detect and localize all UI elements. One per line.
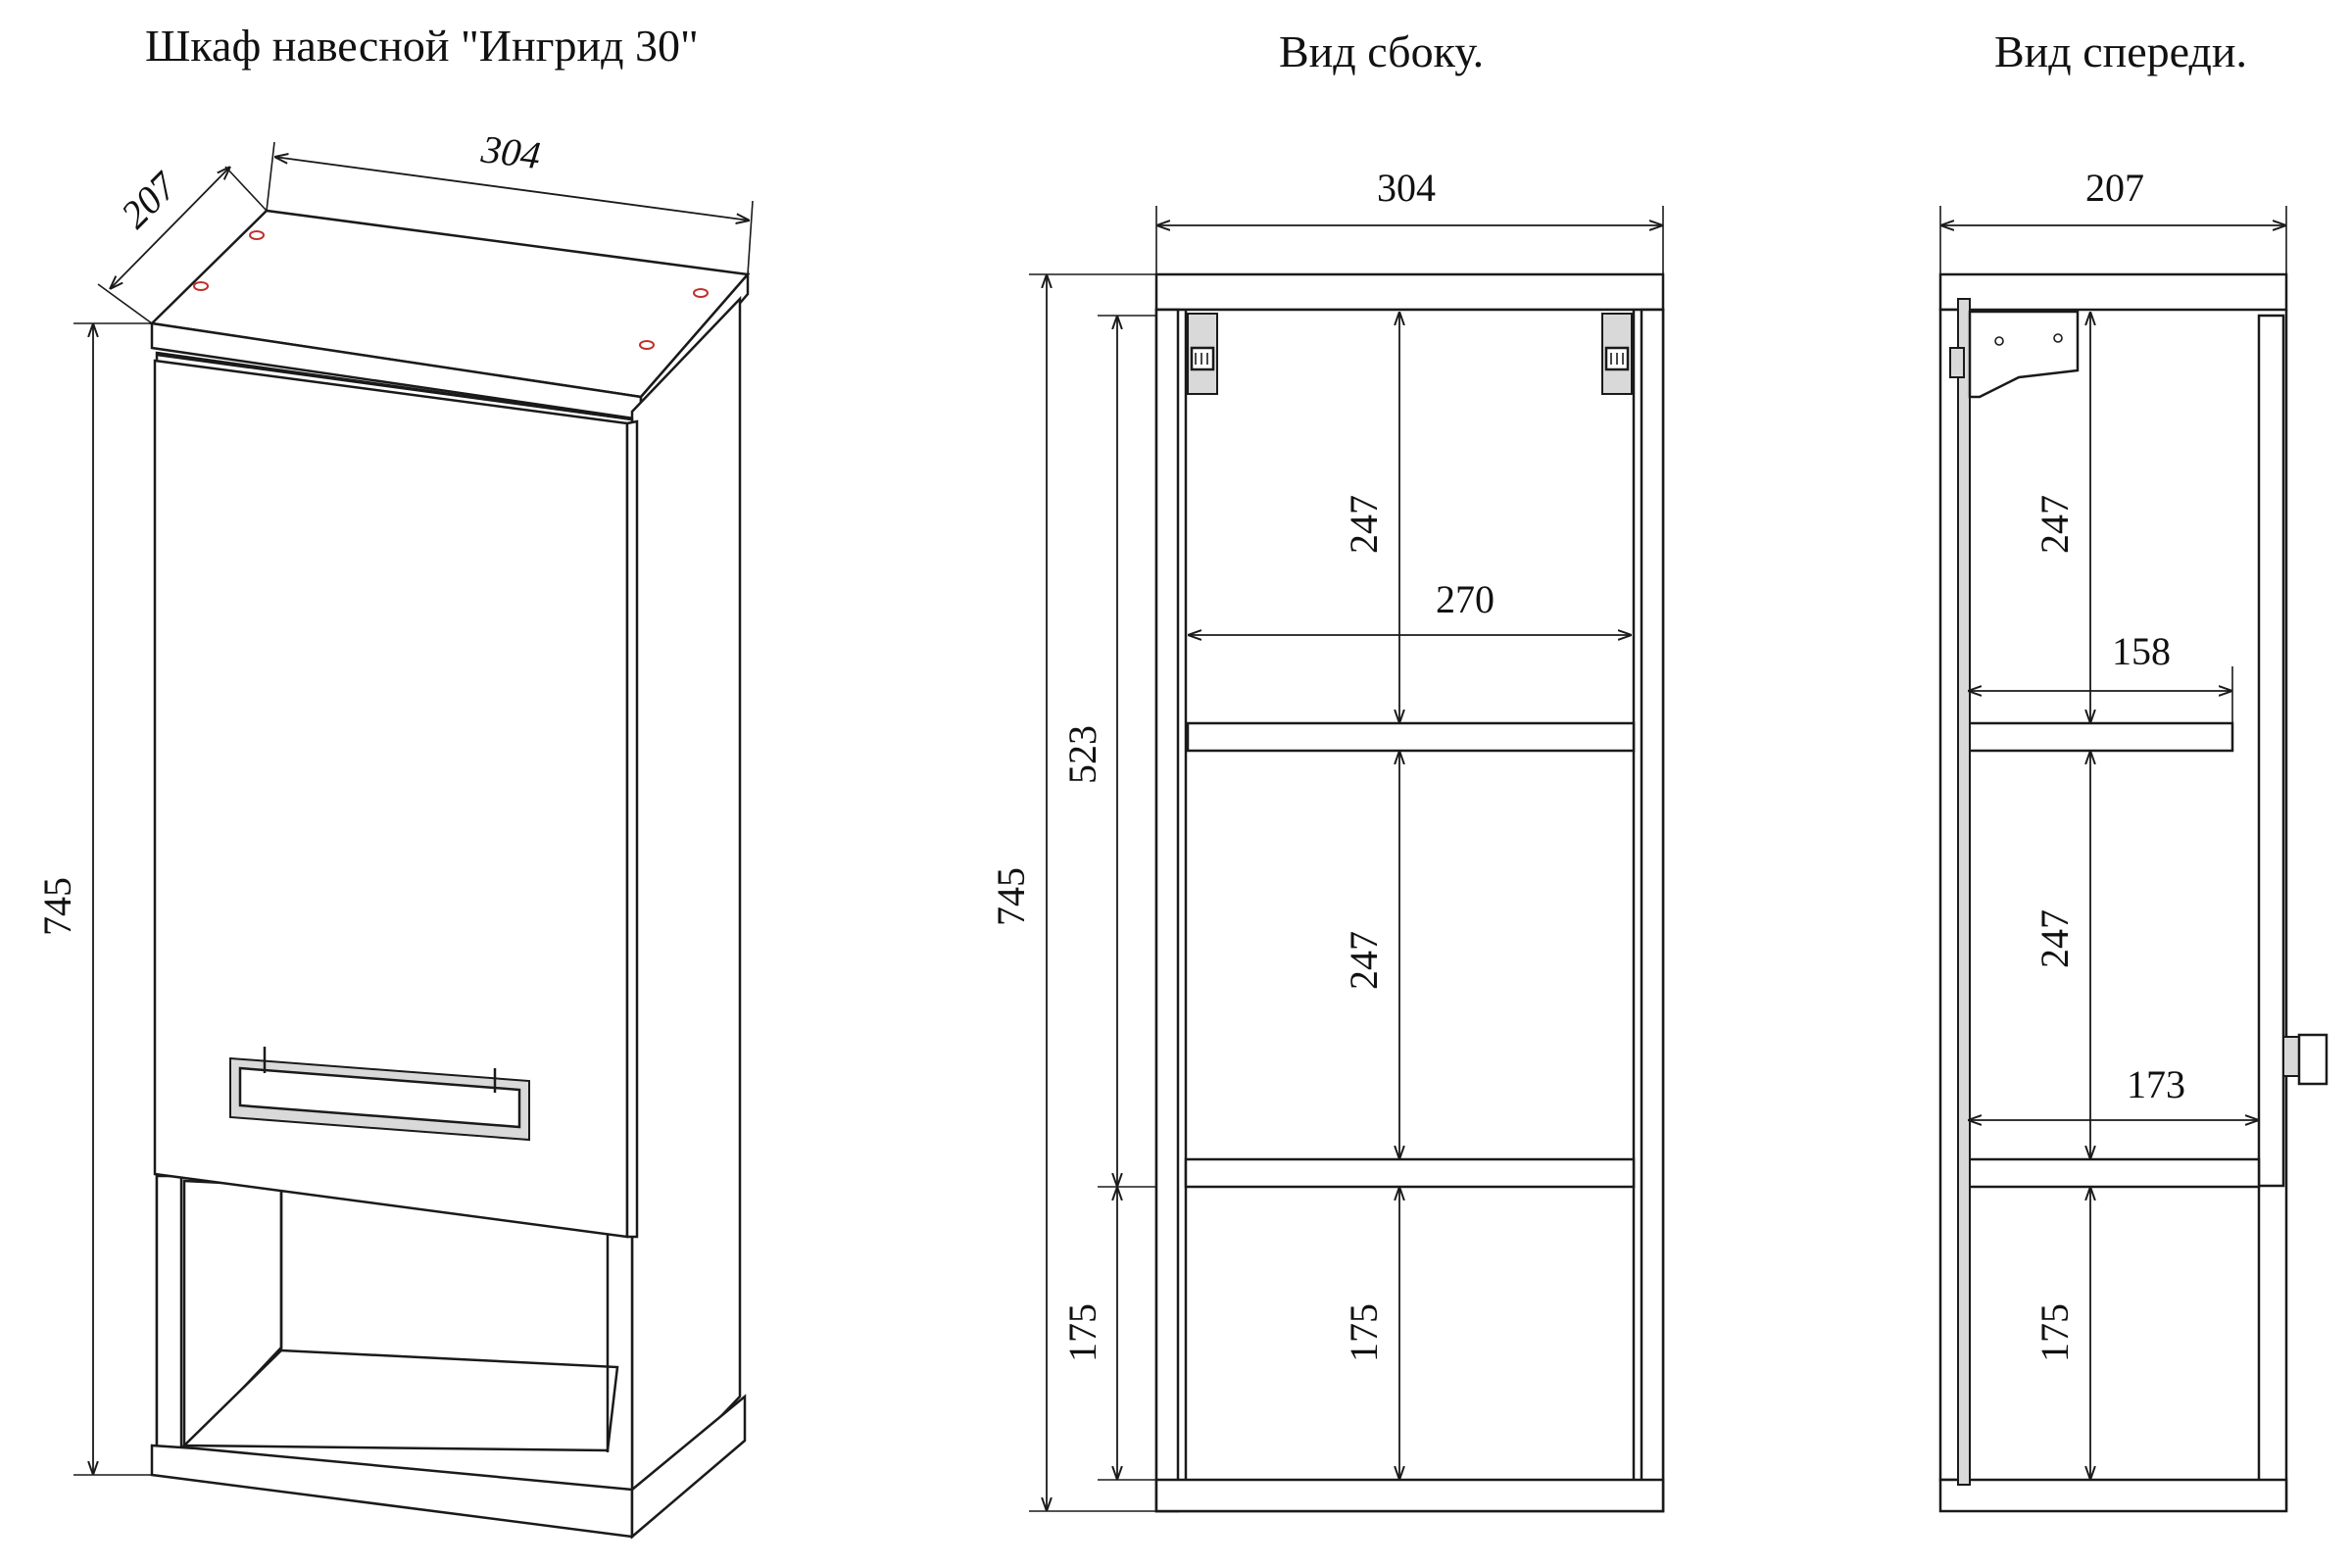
iso-hole-4 bbox=[639, 340, 655, 350]
side-inner-width-label: 270 bbox=[1436, 577, 1494, 621]
side-left-panel bbox=[1154, 308, 1180, 1513]
side-body bbox=[1154, 308, 1665, 1513]
front-niche-label: 175 bbox=[2033, 1303, 2077, 1362]
iso-ext-width-1 bbox=[266, 141, 275, 212]
side-niche-inner-label: 175 bbox=[1342, 1303, 1386, 1362]
side-view-title: Вид сбоку. bbox=[1279, 26, 1484, 76]
front-bottom-board bbox=[1938, 1478, 2288, 1513]
iso-door-handle-face[interactable] bbox=[238, 1066, 521, 1129]
front-depth-label: 207 bbox=[2085, 166, 2144, 210]
front-top-compartment-label: 247 bbox=[2033, 495, 2077, 554]
side-top-compartment-label: 247 bbox=[1342, 495, 1386, 554]
front-door-handle[interactable] bbox=[2282, 1033, 2328, 1086]
iso-width-dimline bbox=[274, 157, 750, 220]
side-view: 304 270 745 523 175 247 247 175 bbox=[989, 166, 1665, 1513]
main-title: Шкаф навесной "Ингрид 30" bbox=[145, 21, 699, 71]
side-hinge-left bbox=[1187, 313, 1218, 395]
iso-bottom-board-side bbox=[630, 1394, 747, 1540]
isometric-view: 207 304 745 bbox=[35, 126, 754, 1540]
iso-ext-depth-2 bbox=[224, 166, 268, 212]
side-height-label: 745 bbox=[989, 867, 1033, 926]
front-wall-bracket bbox=[1949, 298, 2080, 1486]
iso-door-top-line bbox=[156, 353, 633, 421]
iso-ext-depth-1 bbox=[97, 283, 153, 324]
front-bottom-compartment-label: 247 bbox=[2033, 909, 2077, 968]
side-cabinet-label: 523 bbox=[1060, 725, 1104, 784]
side-niche-left-label: 175 bbox=[1060, 1303, 1104, 1362]
iso-depth-label: 207 bbox=[113, 163, 187, 237]
front-cabinet-bottom bbox=[1966, 1157, 2261, 1189]
side-cabinet-bottom bbox=[1184, 1157, 1636, 1189]
side-hinge-right bbox=[1601, 313, 1633, 395]
iso-left-side-edge bbox=[155, 1174, 183, 1450]
front-shelf bbox=[1966, 721, 2234, 753]
side-bottom-compartment-label: 247 bbox=[1342, 931, 1386, 990]
iso-depth-dimline bbox=[110, 167, 230, 289]
front-door bbox=[2257, 314, 2285, 1188]
side-width-label: 304 bbox=[1377, 166, 1436, 210]
side-right-panel bbox=[1640, 308, 1665, 1513]
iso-ext-width-2 bbox=[747, 200, 754, 275]
iso-right-side-panel bbox=[630, 295, 742, 1513]
front-bottom-depth-label: 173 bbox=[2127, 1062, 2185, 1106]
iso-height-label: 745 bbox=[35, 877, 79, 936]
iso-hole-1 bbox=[249, 230, 265, 240]
front-view: 207 158 173 247 247 175 bbox=[1938, 166, 2328, 1513]
iso-hole-3 bbox=[693, 288, 709, 298]
side-top-board bbox=[1154, 272, 1665, 312]
front-shelf-depth-label: 158 bbox=[2112, 629, 2171, 673]
iso-width-label: 304 bbox=[478, 126, 543, 177]
front-top-board bbox=[1938, 272, 2288, 312]
iso-door-edge bbox=[625, 419, 639, 1239]
side-shelf bbox=[1186, 721, 1636, 753]
side-bottom-board bbox=[1154, 1478, 1665, 1513]
front-view-title: Вид спереди. bbox=[1994, 26, 2247, 76]
iso-niche-floor bbox=[180, 1348, 619, 1452]
